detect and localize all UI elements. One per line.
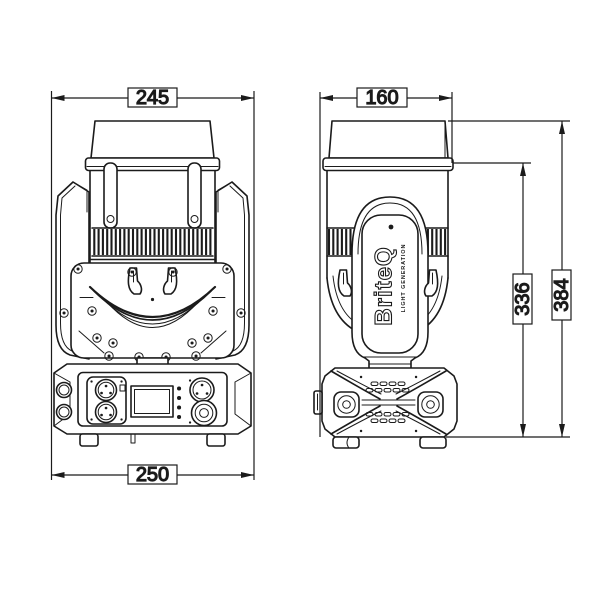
- front-recessed-panel: [77, 371, 228, 427]
- dim-base-width: 250: [51, 463, 254, 487]
- dmx-connector-panel: [86, 376, 127, 425]
- dim-base-width-label: 250: [136, 464, 169, 486]
- dim-head-width: 245: [50, 86, 255, 480]
- power-out-connector: [190, 399, 218, 427]
- side-base: [313, 367, 458, 438]
- front-arm-tabs: [103, 162, 202, 229]
- front-bracket-left: [127, 267, 143, 295]
- dimension-annotations: 245 250 160 336: [50, 86, 574, 487]
- side-bracket-left: [337, 269, 353, 297]
- front-head-top: [90, 120, 215, 159]
- front-base: [53, 363, 252, 435]
- dim-yoke-height-label: 336: [512, 282, 534, 315]
- side-head-top: [328, 120, 449, 159]
- lcd-display: [130, 385, 174, 418]
- brand-logo-text: BriteQ: [371, 246, 398, 325]
- dmx-in-connector: [94, 378, 118, 402]
- side-lens-ring: [322, 157, 454, 172]
- dim-yoke-height: 336: [446, 162, 570, 438]
- front-bracket-right: [162, 267, 178, 295]
- side-bracket-right: [423, 269, 439, 297]
- omega-knob-left: [333, 391, 360, 418]
- front-head-body: [89, 170, 216, 264]
- front-yoke-plate: [70, 262, 235, 359]
- front-plate-corner-accents: [78, 330, 227, 354]
- base-handle: [313, 390, 323, 415]
- dim-depth: 160: [319, 86, 453, 437]
- side-arm-panel: [361, 214, 419, 354]
- front-feet: [79, 433, 226, 447]
- base-vent-slots: [365, 381, 410, 423]
- dmx-out-connector: [94, 400, 118, 424]
- dim-head-width-label: 245: [136, 87, 169, 109]
- logo-tagline-text: LIGHT GENERATION: [401, 244, 407, 313]
- side-view: BriteQ LIGHT GENERATION: [313, 120, 458, 449]
- power-in-connector: [189, 377, 215, 403]
- side-head-body: [326, 170, 449, 279]
- side-yoke-arm: BriteQ LIGHT GENERATION: [351, 196, 429, 372]
- front-view: [53, 120, 252, 447]
- front-lens-ring: [84, 157, 221, 172]
- front-heatsink-ribs: [89, 227, 216, 261]
- dim-total-height: 384: [448, 120, 574, 437]
- omega-knob-right: [417, 391, 444, 418]
- front-lens-arc: [79, 285, 226, 328]
- dim-total-height-label: 384: [551, 278, 573, 311]
- logo-dot: [388, 224, 394, 230]
- side-feet: [332, 436, 447, 449]
- dim-depth-label: 160: [365, 87, 398, 109]
- front-screws: [59, 264, 246, 362]
